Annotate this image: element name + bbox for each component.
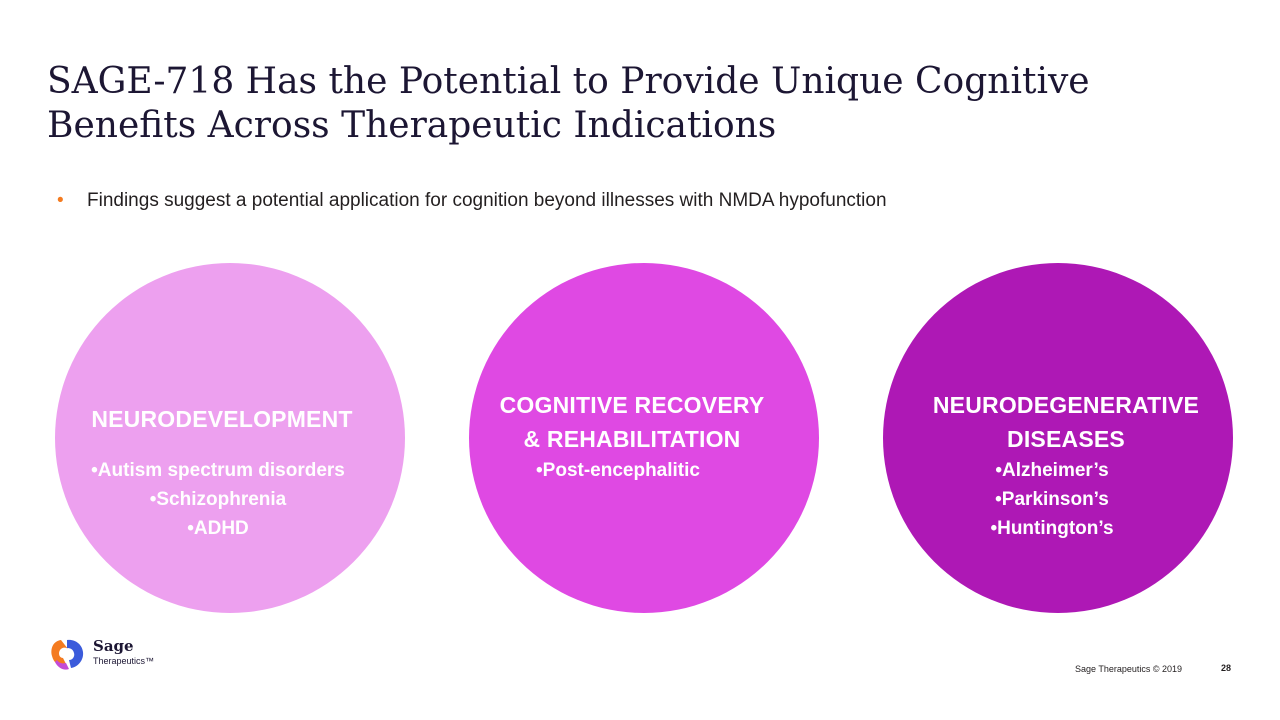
neurodevelopment-heading-line-1: NEURODEVELOPMENT: [91, 406, 353, 432]
neurodevelopment-circle: NEURODEVELOPMENT •Autism spectrum disord…: [55, 263, 405, 613]
cognitive-recovery-circle: COGNITIVE RECOVERY & REHABILITATION •Pos…: [469, 263, 819, 613]
slide-title-line-1: SAGE-718 Has the Potential to Provide Un…: [47, 61, 1090, 102]
neurodevelopment-heading: NEURODEVELOPMENT: [47, 402, 397, 436]
neurodevelopment-items: •Autism spectrum disorders •Schizophreni…: [43, 456, 393, 543]
footer-copyright: Sage Therapeutics © 2019: [1075, 664, 1183, 674]
list-item: •Alzheimer’s: [995, 460, 1109, 481]
bullet-marker: •: [57, 190, 64, 211]
list-item: •Parkinson’s: [995, 489, 1109, 510]
logo-subtitle: Therapeutics™: [93, 656, 155, 666]
slide-title-line-2: Benefits Across Therapeutic Indications: [47, 105, 777, 146]
sage-logo: Sage Therapeutics™: [49, 636, 179, 676]
findings-bullet: • Findings suggest a potential applicatio…: [57, 190, 887, 212]
cognitive-recovery-heading: COGNITIVE RECOVERY & REHABILITATION: [457, 388, 807, 456]
cognitive-recovery-heading-line-2: & REHABILITATION: [523, 426, 741, 452]
page-number: 28: [1221, 663, 1232, 673]
list-item: •Huntington’s: [990, 518, 1114, 539]
neurodegenerative-heading: NEURODEGENERATIVE DISEASES: [891, 388, 1241, 456]
list-item: •Schizophrenia: [149, 489, 287, 510]
neurodegenerative-heading-line-1: NEURODEGENERATIVE: [932, 392, 1200, 418]
list-item: •ADHD: [187, 518, 249, 539]
logo-name: Sage: [93, 637, 134, 655]
findings-text: Findings suggest a potential application…: [87, 190, 887, 211]
cognitive-recovery-heading-line-1: COGNITIVE RECOVERY: [499, 392, 765, 418]
sage-logo-icon: [51, 639, 84, 670]
slide-title: SAGE-718 Has the Potential to Provide Un…: [47, 60, 1227, 148]
neurodegenerative-heading-line-2: DISEASES: [1007, 426, 1125, 452]
list-item: •Post-encephalitic: [536, 460, 700, 481]
neurodegenerative-items: •Alzheimer’s •Parkinson’s •Huntington’s: [877, 456, 1227, 543]
neurodegenerative-circle: NEURODEGENERATIVE DISEASES •Alzheimer’s …: [883, 263, 1233, 613]
list-item: •Autism spectrum disorders: [91, 460, 345, 481]
cognitive-recovery-items: •Post-encephalitic: [443, 456, 793, 485]
